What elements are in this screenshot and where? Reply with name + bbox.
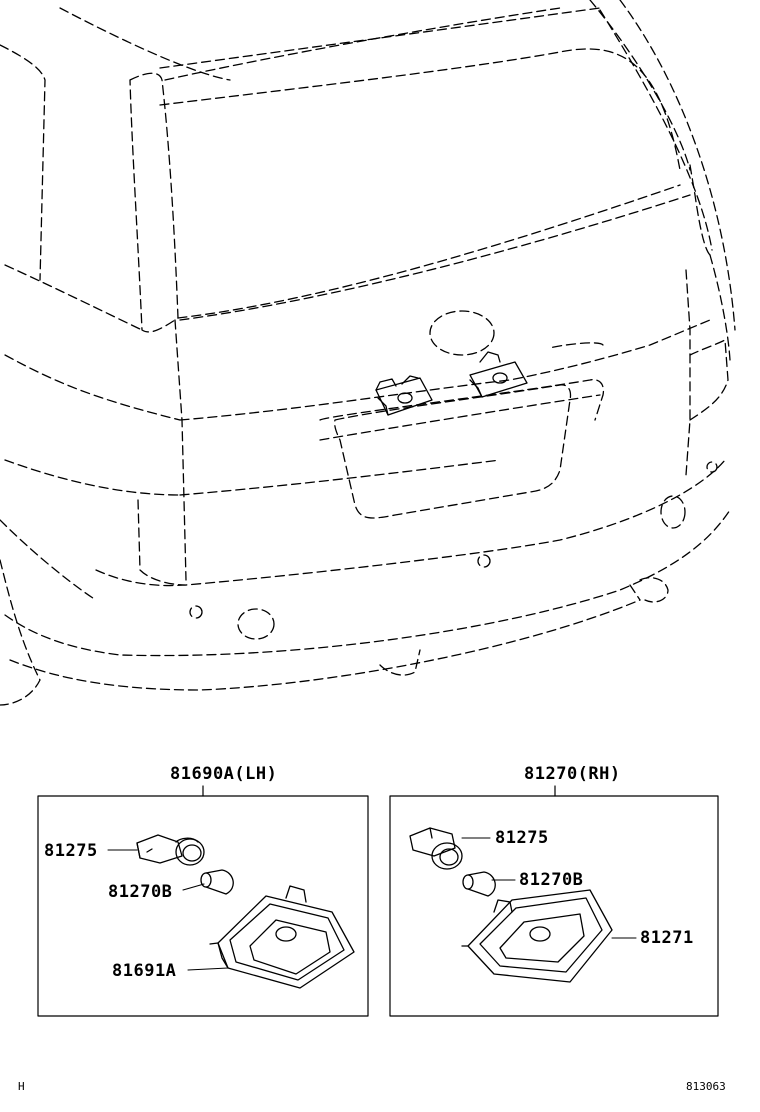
lh-socket-drawing — [136, 834, 205, 866]
lh-assembly-title: 81690A(LH) — [170, 764, 278, 784]
lh-lens-drawing — [209, 885, 355, 989]
lh-socket-label: 81275 — [44, 841, 98, 861]
lh-bulb-drawing — [200, 869, 234, 895]
rh-socket-drawing — [409, 827, 463, 870]
rh-bulb-drawing — [462, 871, 496, 897]
vehicle-license-lamp-left — [375, 375, 433, 416]
footer-figure-number: 813063 — [686, 1080, 726, 1093]
rh-bulb-label: 81270B — [519, 870, 584, 890]
rh-lens-drawing — [461, 889, 613, 983]
lh-bulb-label: 81270B — [108, 882, 173, 902]
rh-lens-label: 81271 — [640, 928, 694, 948]
lh-lens-label: 81691A — [112, 961, 177, 981]
rh-assembly-title: 81270(RH) — [524, 764, 621, 784]
rh-socket-label: 81275 — [495, 828, 549, 848]
right-assembly-box — [389, 795, 719, 1017]
vehicle-rear-illustration — [0, 0, 736, 706]
left-assembly-box — [37, 795, 369, 1017]
footer-left-code: H — [18, 1080, 25, 1093]
vehicle-license-lamp-right — [469, 351, 528, 398]
